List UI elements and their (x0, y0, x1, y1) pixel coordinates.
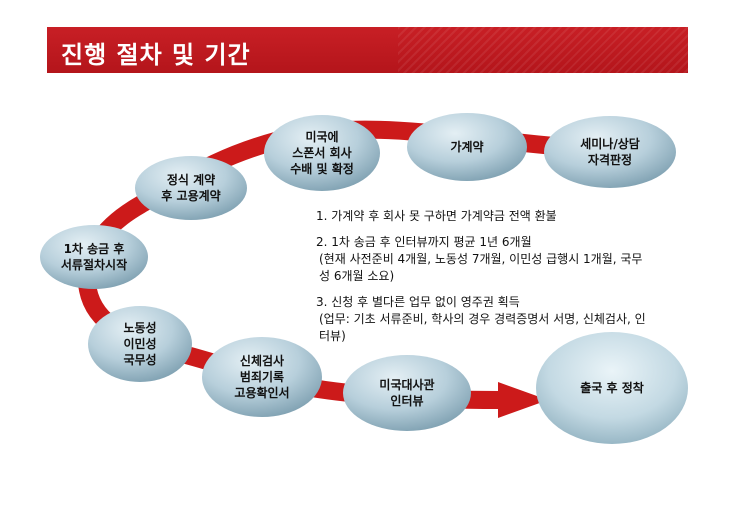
node-step-6 (88, 306, 192, 382)
notes-list: 1. 가계약 후 회사 못 구하면 가계약금 전액 환불 2. 1차 송금 후 … (316, 208, 652, 354)
arrow-head (498, 382, 548, 418)
step-2-label: 정식 계약 후 고용계약 (161, 173, 221, 203)
step-7-label: 신체검사 범죄기록 고용확인서 (234, 354, 290, 400)
note-3-main: 3. 신청 후 별다른 업무 없이 영주권 획득 (316, 295, 520, 309)
note-2-detail: (현재 사전준비 4개월, 노동성 7개월, 이민성 급행시 1개월, 국무성 … (319, 252, 643, 283)
node-step-4 (407, 113, 527, 181)
node-step-3 (264, 115, 380, 191)
note-item: 1. 가계약 후 회사 못 구하면 가계약금 전액 환불 (316, 208, 652, 225)
note-2-main: 2. 1차 송금 후 인터뷰까지 평균 1년 6개월 (316, 235, 532, 249)
note-item: 3. 신청 후 별다른 업무 없이 영주권 획득 (업무: 기초 서류준비, 학… (316, 294, 652, 345)
note-1-main: 1. 가계약 후 회사 못 구하면 가계약금 전액 환불 (316, 209, 557, 223)
note-item: 2. 1차 송금 후 인터뷰까지 평균 1년 6개월 (현재 사전준비 4개월,… (316, 234, 652, 285)
step-5-label: 세미나/상담 자격판정 (580, 137, 640, 167)
step-8-label: 미국대사관 인터뷰 (379, 378, 435, 408)
note-3-detail: (업무: 기초 서류준비, 학사의 경우 경력증명서 서명, 신체검사, 인터뷰… (319, 312, 646, 343)
step-3-label: 미국에 스폰서 회사 수배 및 확정 (290, 130, 354, 176)
node-step-7 (202, 337, 322, 417)
node-step-1 (40, 225, 148, 289)
node-step-2 (135, 156, 247, 220)
node-step-9 (536, 332, 688, 444)
node-step-8 (343, 355, 471, 431)
header-bar: 진행 절차 및 기간 (47, 27, 688, 73)
step-1-label: 1차 송금 후 서류절차시작 (60, 242, 128, 272)
step-9-label: 출국 후 정착 (580, 381, 644, 395)
step-4-label: 가계약 (450, 140, 484, 154)
page-title: 진행 절차 및 기간 (61, 41, 251, 69)
step-6-label: 노동성 이민성 국무성 (123, 321, 157, 367)
node-step-5 (544, 116, 676, 188)
